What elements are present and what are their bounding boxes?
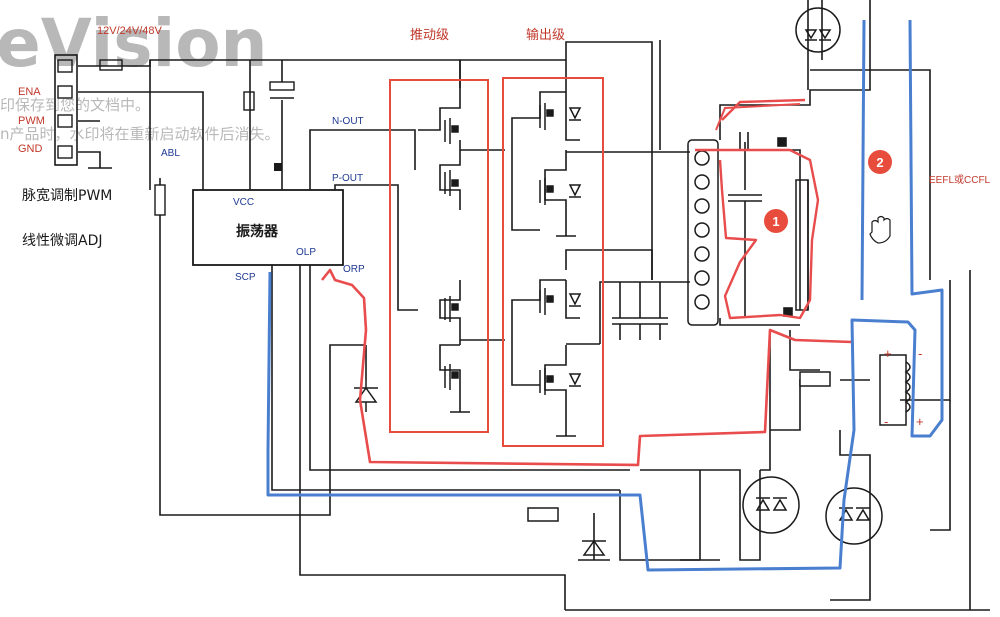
- output-stage-label: 输出级: [526, 27, 565, 43]
- pin-label-ena: ENA: [18, 86, 41, 98]
- pin-label-gnd: GND: [18, 143, 43, 155]
- red-upper-cap-path: [715, 103, 801, 131]
- dual-diode-top: [795, 7, 841, 53]
- hand-cursor-icon: [869, 215, 891, 244]
- polarity-plus-bottom: +: [916, 414, 924, 429]
- driver-stage-label: 推动级: [410, 28, 449, 43]
- dual-diode-bottom: [825, 487, 883, 545]
- connector-pin-4: [57, 145, 73, 159]
- blue-return-path: [266, 19, 944, 572]
- feedback-transformer: [879, 354, 911, 426]
- marker-2: 2: [868, 150, 892, 174]
- marker-2-label: 2: [876, 155, 883, 170]
- driver-mosfet-4: [444, 364, 459, 390]
- top-capacitor: [739, 132, 793, 317]
- voltage-label: 12V/24V/48V: [97, 25, 162, 37]
- ic-pin-scp: SCP: [235, 272, 256, 283]
- note-adj: 线性微调ADJ: [22, 233, 103, 249]
- output-stage-box: [502, 77, 604, 447]
- watermark-line-1: 印保存到您的文档中。: [0, 96, 150, 114]
- red-signal-path: [320, 268, 853, 467]
- ic-pin-olp: OLP: [296, 247, 316, 258]
- driver-mosfet-2: [444, 170, 459, 196]
- ic-pin-p-out: P-OUT: [332, 173, 363, 184]
- output-mosfet-4: [539, 368, 582, 395]
- lamp-label: EEFL或CCFL: [929, 174, 991, 186]
- red-loop-path: [695, 98, 820, 320]
- feedback-resistor: [527, 507, 559, 522]
- marker-1-label: 1: [772, 214, 779, 229]
- sense-resistor: [799, 371, 831, 387]
- driver-stage-box: [389, 79, 489, 433]
- ic-title: 振荡器: [236, 223, 279, 240]
- marker-1: 1: [764, 209, 788, 233]
- oscillator-ic: [154, 184, 344, 266]
- output-mosfet-2: [539, 178, 582, 205]
- connector-pin-1: [57, 59, 73, 73]
- polarity-minus-top: -: [918, 346, 922, 361]
- driver-mosfet-1: [444, 118, 459, 144]
- connector-pin-3: [57, 114, 73, 128]
- watermark-brand: eVision: [0, 5, 268, 82]
- note-pwm: 脉宽调制PWM: [22, 187, 112, 204]
- resistors: [527, 371, 831, 522]
- diodes: [354, 380, 606, 556]
- ic-pin-vcc: VCC: [233, 197, 254, 208]
- feedback-diode: [582, 539, 606, 556]
- output-mosfet-1: [539, 103, 582, 130]
- dual-diode-middle: [742, 476, 800, 534]
- polarity-minus-bottom: -: [884, 414, 888, 429]
- connector-body: [54, 54, 78, 166]
- driver-mosfet-3: [444, 296, 459, 322]
- pin-label-pwm: PWM: [18, 115, 45, 127]
- abl-resistor: [154, 184, 166, 216]
- ic-pin-orp: ORP: [343, 264, 365, 275]
- watermark-line-2: n产品时，水印将在重新启动软件后消失。: [0, 125, 280, 143]
- output-mosfet-3: [539, 288, 582, 315]
- input-capacitor: [269, 81, 295, 91]
- ic-pin-n-out: N-OUT: [332, 116, 364, 127]
- polarity-plus-top: +: [884, 346, 892, 361]
- wiring: [78, 0, 990, 611]
- ic-pin-abl: ABL: [161, 148, 180, 159]
- scp-diode: [354, 380, 378, 412]
- input-connector: [54, 54, 295, 171]
- ic-body: [192, 189, 344, 266]
- main-transformer: [687, 139, 809, 326]
- cap-small: [274, 163, 282, 171]
- mosfets: [444, 103, 582, 395]
- fuse: [99, 59, 123, 71]
- vcc-resistor: [243, 91, 255, 111]
- connector-pin-2: [57, 85, 73, 99]
